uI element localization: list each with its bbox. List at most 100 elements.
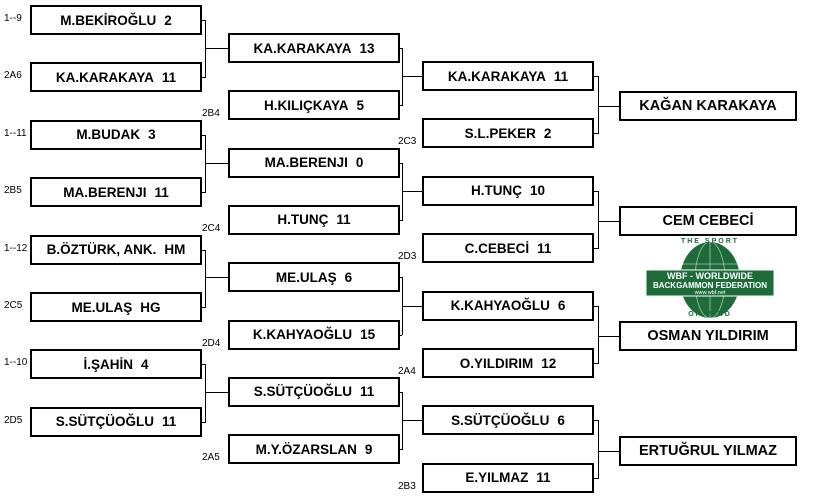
- bracket-connector: [402, 277, 403, 307]
- bracket-connector: [400, 105, 402, 107]
- bracket-connector: [205, 162, 228, 164]
- round1-match-box: ME.ULAŞ HG: [30, 292, 202, 322]
- winner-box: CEM CEBECİ: [619, 206, 797, 236]
- bracket-connector: [202, 77, 205, 79]
- round1-match-box: M.BEKİROĞLU 2: [30, 5, 202, 35]
- seed-label: 1--10: [4, 357, 28, 369]
- player-score: 6: [557, 298, 566, 314]
- round2-match-box: S.SÜTÇÜOĞLU 11: [228, 376, 400, 407]
- bracket-connector: [598, 336, 619, 337]
- player-name: O.YILDIRIM: [459, 355, 534, 371]
- player-score: 10: [529, 183, 546, 199]
- player-name: S.SÜTÇÜOĞLU: [55, 414, 154, 430]
- seed-label: 2C4: [202, 222, 221, 234]
- bracket-connector: [202, 192, 205, 194]
- seed-label: 2B3: [398, 480, 416, 492]
- player-score: 9: [364, 441, 373, 457]
- bracket-connector: [598, 221, 619, 222]
- player-score: 11: [553, 68, 569, 84]
- bracket-connector: [205, 277, 228, 279]
- player-name: K.KAHYAOĞLU: [450, 298, 550, 314]
- seed-label: 2A5: [202, 452, 220, 464]
- player-score: HG: [140, 299, 161, 315]
- round2-match-box: H.TUNÇ 11: [228, 204, 400, 235]
- player-name: S.SÜTÇÜOĞLU: [253, 384, 352, 400]
- seed-label: 2B5: [4, 185, 22, 197]
- bracket-connector: [402, 190, 403, 221]
- round3-match-box: C.CEBECİ 11: [422, 233, 594, 264]
- player-name: H.TUNÇ: [277, 212, 329, 228]
- player-score: 5: [356, 97, 365, 113]
- player-score: 11: [161, 414, 177, 430]
- seed-label: 1--11: [4, 127, 27, 139]
- player-name: H.KILIÇKAYA: [263, 97, 349, 113]
- player-score: HM: [164, 242, 186, 258]
- seed-label: 1--9: [4, 13, 22, 24]
- bracket-connector: [402, 420, 403, 451]
- logo-line2: BACKGAMMON FEDERATION: [652, 281, 768, 290]
- bracket-connector: [402, 76, 403, 107]
- seed-label: 2D4: [202, 337, 221, 349]
- player-name: KA.KARAKAYA: [447, 68, 546, 84]
- bracket-connector: [202, 421, 205, 423]
- bracket-connector: [598, 221, 599, 250]
- bracket-connector: [402, 420, 422, 422]
- player-name: M.BUDAK: [76, 127, 141, 143]
- player-score: 11: [537, 240, 552, 256]
- player-name: M.BEKİROĞLU: [60, 12, 157, 28]
- player-name: C.CEBECİ: [464, 240, 530, 256]
- bracket-connector: [205, 48, 206, 79]
- bracket-connector: [205, 364, 206, 393]
- player-name: KAĞAN KARAKAYA: [639, 98, 777, 114]
- player-name: ME.ULAŞ: [71, 299, 133, 315]
- bracket-connector: [202, 364, 205, 366]
- player-name: İ.ŞAHİN: [83, 356, 133, 372]
- globe-icon: [645, 241, 775, 319]
- player-name: ERTUĞRUL YILMAZ: [638, 443, 778, 459]
- round1-match-box: S.SÜTÇÜOĞLU 11: [30, 406, 202, 437]
- bracket-connector: [598, 76, 599, 107]
- bracket-connector: [402, 305, 403, 336]
- bracket-connector: [598, 106, 619, 107]
- seed-label: 2B4: [202, 108, 220, 120]
- player-score: 11: [161, 69, 177, 85]
- player-score: 15: [360, 327, 376, 342]
- seed-label: 2C3: [398, 136, 417, 148]
- bracket-connector: [205, 20, 206, 49]
- player-name: E.YILMAZ: [465, 470, 529, 486]
- player-score: 3: [148, 127, 156, 143]
- round3-match-box: S.SÜTÇÜOĞLU 6: [422, 405, 594, 436]
- bracket-connector: [402, 48, 403, 77]
- player-name: S.SÜTÇÜOĞLU: [451, 412, 550, 428]
- bracket-connector: [598, 451, 619, 452]
- player-score: 2: [164, 12, 172, 28]
- bracket-connector: [402, 305, 422, 307]
- player-name: ME.ULAŞ: [275, 269, 337, 285]
- player-name: H.TUNÇ: [470, 183, 522, 199]
- bracket-connector: [402, 162, 403, 192]
- player-score: 6: [557, 412, 565, 428]
- player-name: M.Y.ÖZARSLAN: [255, 441, 357, 457]
- bracket-connector: [594, 305, 598, 307]
- player-name: CEM CEBECİ: [662, 213, 754, 229]
- seed-label: 2C5: [4, 300, 23, 311]
- bracket-connector: [598, 106, 599, 135]
- round3-match-box: H.TUNÇ 10: [422, 175, 594, 206]
- bracket-connector: [205, 134, 206, 164]
- player-score: 11: [359, 384, 375, 400]
- bracket-connector: [202, 20, 205, 21]
- bracket-connector: [594, 363, 598, 364]
- bracket-connector: [205, 48, 228, 49]
- player-score: 11: [336, 212, 351, 228]
- bracket-connector: [400, 219, 402, 221]
- bracket-connector: [202, 249, 205, 251]
- bracket-connector: [202, 307, 205, 308]
- player-score: 2: [543, 125, 552, 141]
